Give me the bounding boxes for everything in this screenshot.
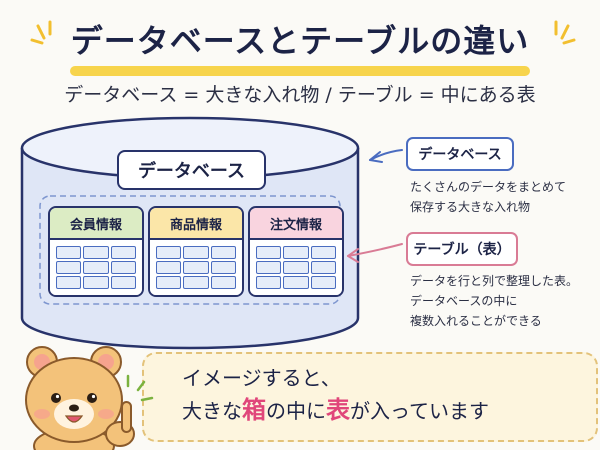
emphasis-table: 表 bbox=[326, 396, 350, 424]
callout-text: イメージすると、 大きな箱の中に表が入っています bbox=[182, 362, 489, 427]
table-card-members: 会員情報 bbox=[48, 206, 144, 297]
table-card-title: 会員情報 bbox=[50, 208, 142, 240]
arrow-to-tables bbox=[347, 243, 403, 263]
table-card-title: 注文情報 bbox=[250, 208, 342, 240]
table-grid bbox=[150, 240, 242, 295]
database-label: データベース bbox=[117, 150, 266, 190]
emphasis-box: 箱 bbox=[242, 396, 266, 424]
bear-mascot-icon bbox=[25, 346, 154, 450]
arrow-to-database bbox=[369, 149, 403, 163]
legend-database-desc-1: たくさんのデータをまとめて bbox=[410, 180, 567, 194]
legend-table-desc-3: 複数入れることができる bbox=[410, 314, 542, 328]
table-card-title: 商品情報 bbox=[150, 208, 242, 240]
table-card-orders: 注文情報 bbox=[248, 206, 344, 297]
table-grid bbox=[50, 240, 142, 295]
tables-dashed-frame bbox=[39, 195, 341, 305]
table-grid bbox=[250, 240, 342, 295]
legend-table-tag: テーブル（表） bbox=[406, 232, 518, 266]
table-card-products: 商品情報 bbox=[148, 206, 244, 297]
callout-box bbox=[142, 352, 598, 442]
legend-database-desc-2: 保存する大きな入れ物 bbox=[410, 200, 531, 214]
title-text: データベースとテーブルの違い bbox=[70, 22, 530, 60]
sparkle-right-icon bbox=[554, 20, 576, 45]
sparkle-left-icon bbox=[30, 20, 52, 45]
legend-table-desc-1: データを行と列で整理した表。 bbox=[410, 274, 579, 288]
callout-line-2: 大きな箱の中に表が入っています bbox=[182, 396, 489, 424]
subtitle: データベース = 大きな入れ物 / テーブル = 中にある表 bbox=[64, 84, 536, 106]
legend-database-tag: データベース bbox=[406, 137, 514, 171]
callout-line-1: イメージすると、 bbox=[182, 366, 341, 390]
legend-table-desc-2: データベースの中に bbox=[410, 294, 518, 308]
